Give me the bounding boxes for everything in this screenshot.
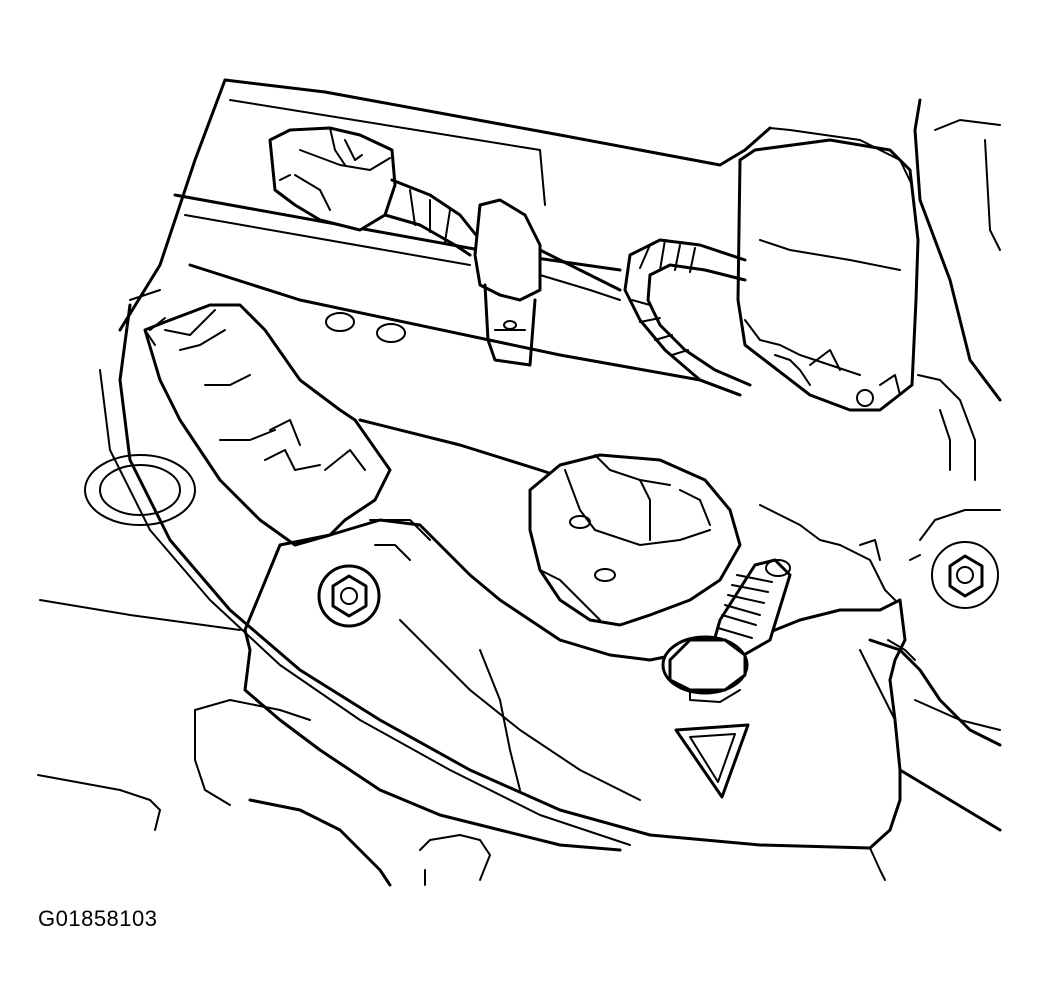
upper-right-connector bbox=[623, 127, 976, 481]
left-arc bbox=[84, 303, 872, 850]
left-connector bbox=[143, 303, 392, 547]
stud-bolt bbox=[661, 558, 792, 703]
lower-right-contours bbox=[868, 638, 1002, 881]
figure-code: G01858103 bbox=[38, 906, 158, 931]
lower-left-contours bbox=[37, 599, 491, 887]
lower-bracket bbox=[243, 504, 916, 852]
right-bolt bbox=[909, 509, 1001, 609]
center-sensor-connector bbox=[528, 453, 742, 627]
harness-clip bbox=[473, 198, 622, 367]
upper-connector bbox=[268, 126, 482, 257]
